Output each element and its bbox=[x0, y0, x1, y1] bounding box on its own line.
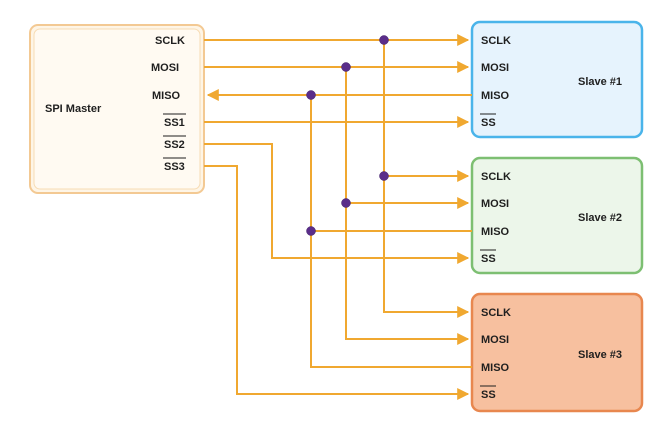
junctions bbox=[306, 35, 389, 236]
wires bbox=[204, 34, 472, 400]
wire-ss2 bbox=[204, 143, 470, 264]
junction-mosi-2 bbox=[341, 198, 351, 208]
master-title: SPI Master bbox=[45, 103, 102, 115]
junction-sclk-1 bbox=[379, 35, 389, 45]
master-pin-ss3: SS3 bbox=[164, 161, 185, 173]
master-pin-miso: MISO bbox=[152, 90, 181, 102]
slave-1-box bbox=[470, 20, 644, 139]
wire-miso-slave-3 bbox=[310, 231, 472, 368]
junction-miso-1 bbox=[306, 90, 316, 100]
slave-2-pin-ss: SS bbox=[481, 253, 496, 265]
master-pin-sclk: SCLK bbox=[155, 35, 185, 47]
master-pin-ss1: SS1 bbox=[164, 117, 185, 129]
spi-master-block: SPI Master SCLK MOSI MISO SS1 SS2 SS3 bbox=[29, 24, 205, 194]
wire-ss3 bbox=[204, 165, 470, 400]
slave-1-pin-miso: MISO bbox=[481, 90, 510, 102]
slave-2-block: SCLK MOSI MISO SS Slave #2 bbox=[470, 156, 644, 275]
slave-2-pin-sclk: SCLK bbox=[481, 171, 511, 183]
slave-1-pin-sclk: SCLK bbox=[481, 35, 511, 47]
junction-sclk-2 bbox=[379, 171, 389, 181]
slave-1-pin-mosi: MOSI bbox=[481, 62, 509, 74]
slave-3-pin-ss: SS bbox=[481, 389, 496, 401]
slave-2-pin-mosi: MOSI bbox=[481, 198, 509, 210]
slave-1-pin-ss: SS bbox=[481, 117, 496, 129]
slave-3-title: Slave #3 bbox=[578, 349, 622, 361]
slave-2-title: Slave #2 bbox=[578, 212, 622, 224]
wire-sclk-slave-2 bbox=[383, 40, 470, 182]
slave-2-pin-miso: MISO bbox=[481, 226, 510, 238]
slave-3-pin-mosi: MOSI bbox=[481, 334, 509, 346]
slave-1-title: Slave #1 bbox=[578, 76, 622, 88]
slave-3-pin-sclk: SCLK bbox=[481, 307, 511, 319]
slave-3-pin-miso: MISO bbox=[481, 362, 510, 374]
master-pin-ss2: SS2 bbox=[164, 139, 185, 151]
slave-1-block: SCLK MOSI MISO SS Slave #1 bbox=[470, 20, 644, 139]
slave-2-box bbox=[470, 156, 644, 275]
slave-3-block: SCLK MOSI MISO SS Slave #3 bbox=[470, 292, 644, 413]
master-pin-mosi: MOSI bbox=[151, 62, 179, 74]
wire-sclk-slave-3 bbox=[383, 176, 470, 318]
wire-miso-slave-2 bbox=[310, 95, 472, 232]
master-box-inner bbox=[33, 28, 201, 190]
junction-miso-2 bbox=[306, 226, 316, 236]
wire-mosi-slave-2 bbox=[345, 67, 470, 209]
wire-mosi-slave-3 bbox=[345, 203, 470, 345]
slave-3-box bbox=[470, 292, 644, 413]
junction-mosi-1 bbox=[341, 62, 351, 72]
